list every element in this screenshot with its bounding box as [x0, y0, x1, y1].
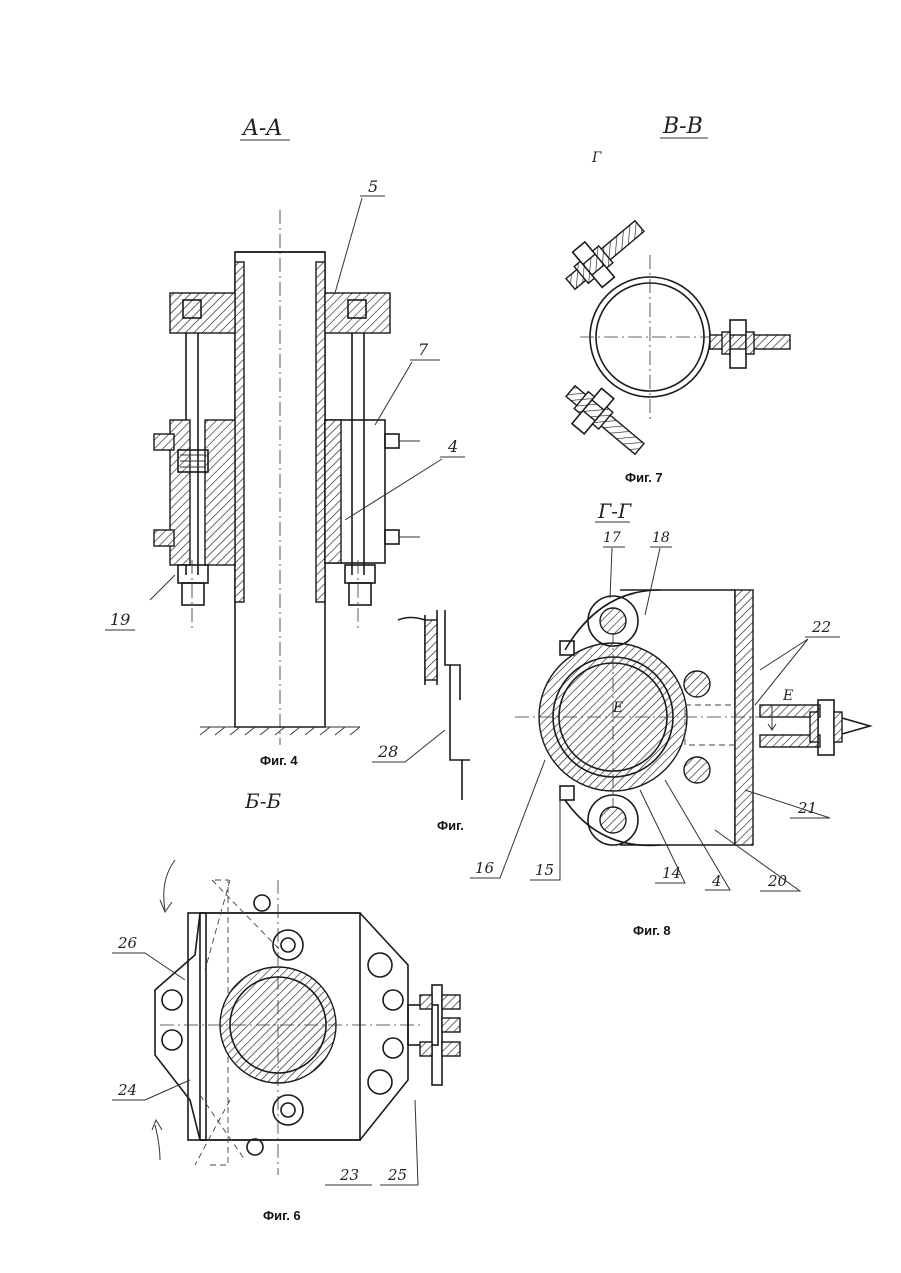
caption-fig-partial: Фиг. [437, 818, 464, 833]
figure-6: Б-Б [112, 789, 460, 1223]
section-label-aa: A-A [241, 116, 282, 141]
caption-fig8: Фиг. 8 [633, 923, 671, 938]
section-label-bb: Б-Б [244, 789, 281, 813]
callout-26: 26 [117, 934, 138, 952]
callout-28: 28 [377, 742, 398, 761]
callout-17: 17 [603, 530, 621, 546]
callout-e-right: Е [782, 688, 793, 704]
callout-19: 19 [110, 610, 130, 629]
callout-22: 22 [811, 618, 831, 636]
callout-16: 16 [475, 859, 495, 877]
callout-14: 14 [662, 864, 681, 882]
callout-4: 4 [447, 437, 458, 456]
figure-4: A-A [105, 116, 470, 833]
section-label-g-small: Г [591, 150, 602, 166]
callout-25: 25 [387, 1166, 407, 1184]
callout-18: 18 [652, 530, 670, 546]
callout-5: 5 [368, 177, 378, 196]
callout-7: 7 [418, 340, 429, 359]
caption-fig7: Фиг. 7 [625, 470, 663, 485]
callout-4-fig8: 4 [711, 872, 722, 890]
figure-7: В-В Г Фиг. 7 [555, 114, 790, 485]
caption-fig4: Фиг. 4 [260, 753, 298, 768]
callout-e-left: Е [612, 700, 623, 716]
callout-23: 23 [339, 1166, 359, 1184]
caption-fig6: Фиг. 6 [263, 1208, 301, 1223]
callout-24: 24 [117, 1081, 137, 1099]
callout-15: 15 [535, 861, 554, 879]
section-label-gg: Г-Г [597, 499, 632, 523]
section-label-vv: В-В [662, 114, 703, 139]
figure-8: Г-Г 17 18 22 [470, 499, 870, 938]
